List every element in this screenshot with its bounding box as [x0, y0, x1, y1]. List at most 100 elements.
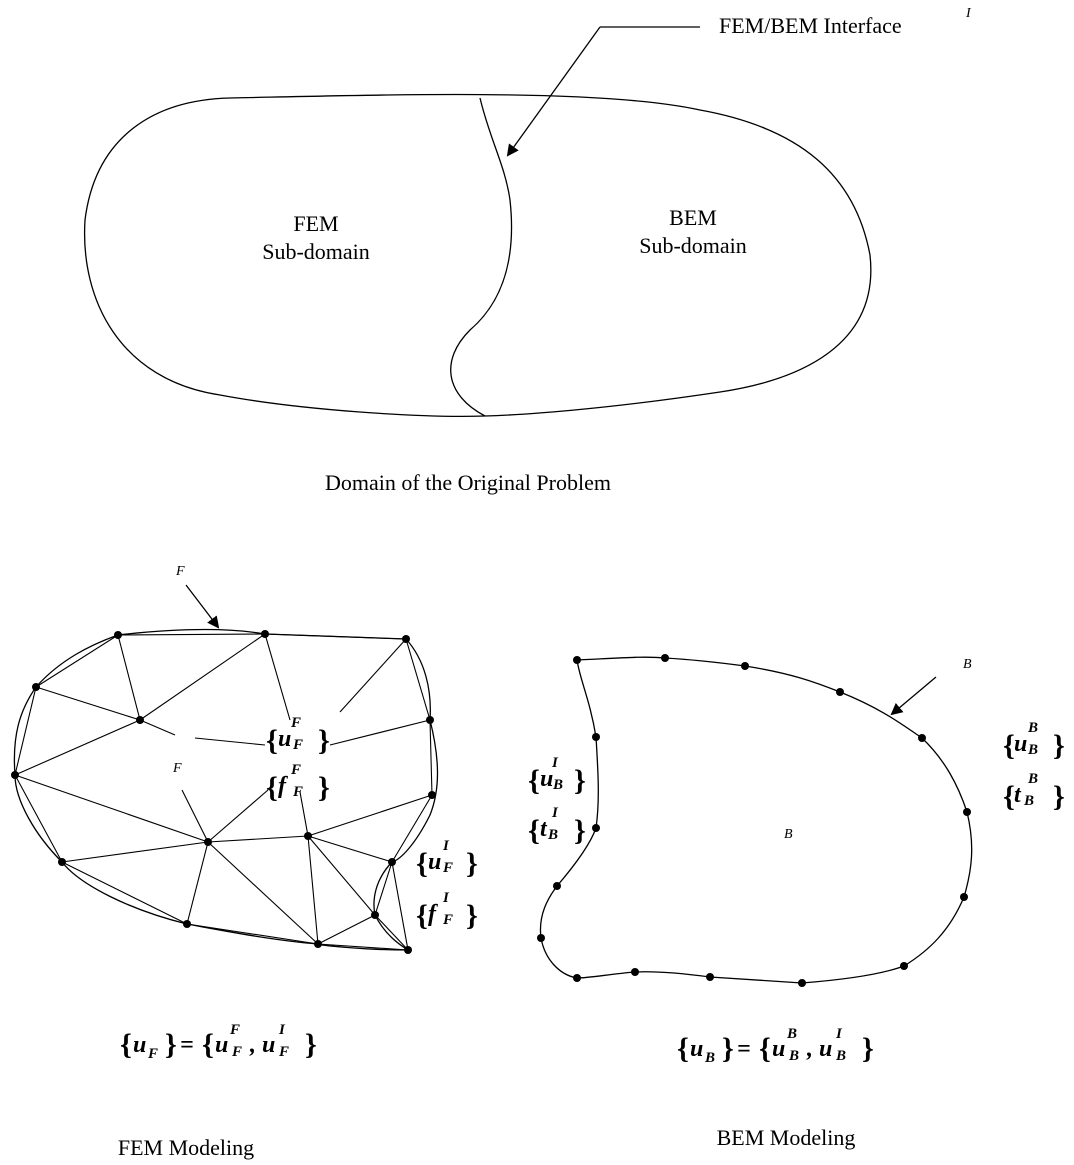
vector-tB-I: { t I B } — [528, 805, 586, 847]
svg-text:I: I — [442, 890, 450, 906]
svg-text:{: { — [1003, 780, 1015, 813]
svg-text:B: B — [704, 1050, 715, 1066]
svg-text:}: } — [466, 899, 478, 932]
fem-node — [114, 631, 122, 639]
bem-domain-symbol: B — [784, 827, 793, 842]
svg-text:u: u — [278, 726, 291, 752]
svg-text:F: F — [442, 860, 453, 876]
svg-text:{: { — [677, 1032, 689, 1065]
svg-text:u: u — [819, 1036, 832, 1062]
bem-node — [900, 962, 908, 970]
svg-text:B: B — [835, 1048, 846, 1064]
svg-text:{: { — [416, 847, 428, 880]
fem-domain-symbol: F — [172, 761, 182, 776]
vector-uF-I: { u I F } — [416, 838, 478, 880]
fem-node — [371, 911, 379, 919]
bem-model: B B { u I B } { t I B } { u B B } { t B … — [528, 654, 1065, 1150]
fem-node — [204, 838, 212, 846]
svg-text:{: { — [1003, 729, 1015, 762]
bem-node — [553, 882, 561, 890]
svg-text:{: { — [202, 1028, 214, 1061]
fem-node — [428, 791, 436, 799]
svg-text:{: { — [266, 771, 278, 804]
svg-text:I: I — [551, 755, 559, 771]
svg-text:f: f — [278, 773, 288, 799]
bem-node — [836, 688, 844, 696]
svg-text:}: } — [466, 847, 478, 880]
bem-nodes — [537, 654, 971, 987]
bem-boundary-curve — [539, 656, 973, 984]
bem-boundary-symbol: B — [963, 657, 972, 672]
bem-equation: { u B } = { u B B , u I B } — [677, 1026, 874, 1066]
svg-text:,: , — [249, 1032, 256, 1058]
svg-text:B: B — [1027, 720, 1038, 736]
fem-node — [136, 716, 144, 724]
interface-symbol: I — [965, 6, 972, 21]
fem-node — [402, 635, 410, 643]
bem-node — [798, 979, 806, 987]
fem-boundary-symbol: F — [175, 564, 185, 579]
vector-uB-B: { u B B } — [1003, 720, 1065, 762]
fem-node — [314, 940, 322, 948]
svg-text:F: F — [290, 715, 301, 731]
svg-text:B: B — [1027, 771, 1038, 787]
fem-node — [426, 716, 434, 724]
domain-outline — [83, 93, 872, 417]
svg-text:}: } — [862, 1032, 874, 1065]
fem-node — [183, 920, 191, 928]
svg-text:I: I — [835, 1026, 843, 1042]
svg-text:u: u — [690, 1036, 703, 1062]
svg-text:=: = — [180, 1032, 194, 1058]
svg-text:}: } — [318, 771, 330, 804]
svg-text:,: , — [806, 1036, 813, 1062]
svg-text:B: B — [788, 1048, 799, 1064]
bem-node — [592, 824, 600, 832]
bem-subdomain-label-1: BEM — [669, 205, 717, 230]
svg-text:f: f — [428, 901, 438, 927]
fem-subdomain-label-1: FEM — [293, 211, 338, 236]
fem-nodes — [11, 630, 436, 954]
svg-text:F: F — [442, 912, 453, 928]
bem-node — [537, 934, 545, 942]
vector-tB-B: { t B B } — [1003, 771, 1065, 813]
svg-text:u: u — [215, 1032, 228, 1058]
bem-node — [573, 974, 581, 982]
vector-fF-F: { f F F } — [266, 762, 330, 804]
fem-node — [11, 771, 19, 779]
svg-text:B: B — [547, 827, 558, 843]
fem-node — [388, 858, 396, 866]
svg-text:B: B — [786, 1026, 797, 1042]
bem-node — [661, 654, 669, 662]
svg-text:}: } — [318, 724, 330, 757]
svg-text:{: { — [528, 814, 540, 847]
svg-text:t: t — [1014, 782, 1022, 808]
svg-text:F: F — [229, 1022, 240, 1038]
svg-text:t: t — [540, 816, 548, 842]
bem-node — [631, 968, 639, 976]
bem-node — [706, 973, 714, 981]
fem-caption: FEM Modeling — [118, 1135, 254, 1160]
svg-text:F: F — [278, 1044, 289, 1060]
svg-text:F: F — [290, 762, 301, 778]
bem-node — [592, 733, 600, 741]
svg-text:u: u — [772, 1036, 785, 1062]
svg-text:u: u — [1014, 731, 1027, 757]
svg-text:}: } — [1053, 780, 1065, 813]
svg-text:}: } — [1053, 729, 1065, 762]
svg-text:I: I — [278, 1022, 286, 1038]
svg-text:{: { — [416, 899, 428, 932]
svg-text:B: B — [552, 777, 563, 793]
bem-node — [573, 656, 581, 664]
svg-text:u: u — [428, 849, 441, 875]
fem-equation: { u F } = { u F F , u I F } — [120, 1022, 317, 1062]
svg-text:u: u — [540, 766, 553, 792]
fem-boundary-arrow — [185, 584, 220, 629]
fem-model: F F { u F F } { f F F } { u I F } { f I … — [11, 564, 478, 1160]
original-domain: FEM/BEM Interface I FEM Sub-domain BEM S… — [83, 6, 972, 495]
bem-node — [741, 662, 749, 670]
fem-boundary-curve — [13, 628, 439, 951]
vector-fF-I: { f I F } — [416, 890, 478, 932]
bem-node — [918, 734, 926, 742]
svg-text:F: F — [292, 737, 303, 753]
